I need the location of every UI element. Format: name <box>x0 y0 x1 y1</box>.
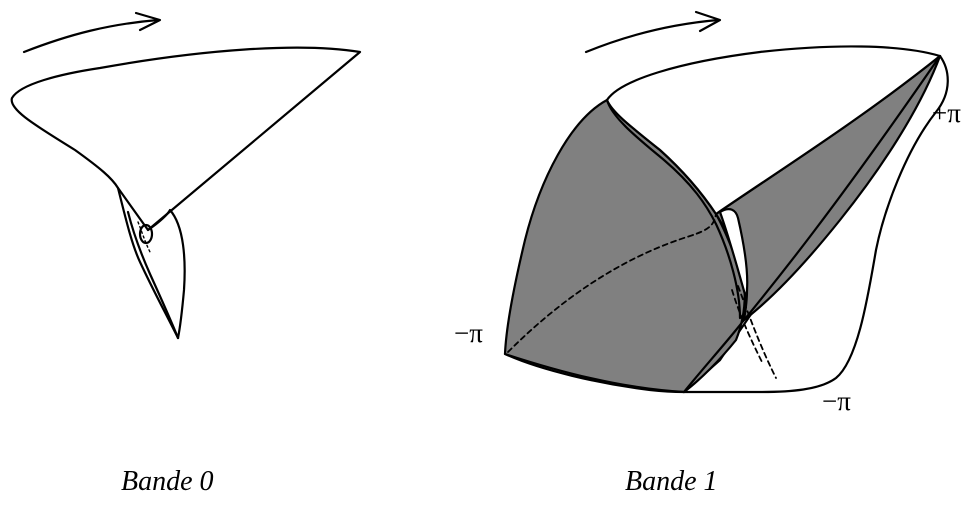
bande-0-panel <box>12 13 360 338</box>
label-plus-pi: +π <box>932 98 961 129</box>
caption-bande-1: Bande 1 <box>625 466 718 498</box>
rotation-arrow-icon <box>24 13 160 52</box>
tail-right <box>148 210 185 338</box>
sheet-outline <box>12 48 360 230</box>
bande-1-panel <box>505 12 948 392</box>
caption-bande-0: Bande 0 <box>121 466 214 498</box>
label-minus-pi-bottom: −π <box>822 386 851 417</box>
fold-inner <box>128 212 178 338</box>
label-minus-pi-left: −π <box>454 318 483 349</box>
rotation-arrow-icon <box>586 12 720 52</box>
